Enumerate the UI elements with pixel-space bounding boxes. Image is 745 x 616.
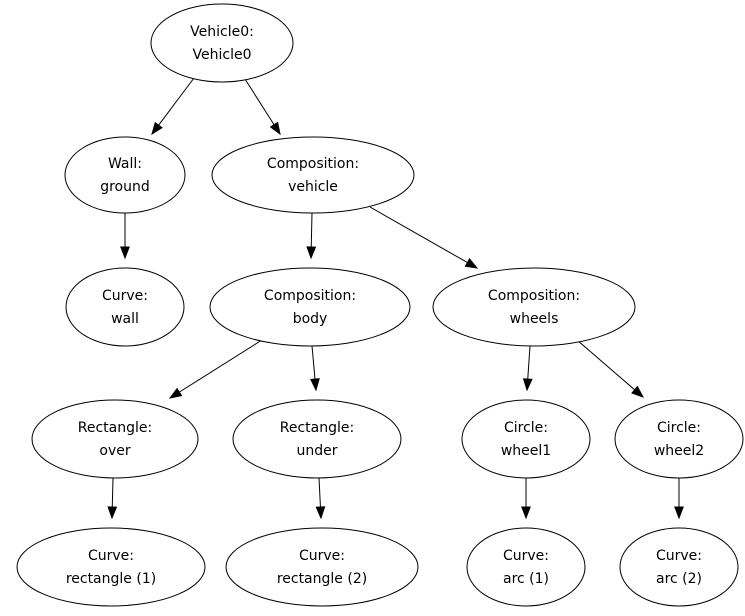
node-ellipse-curve_arc_2[interactable] <box>619 527 739 607</box>
node-ellipse-curve_wall[interactable] <box>65 267 185 347</box>
edge-line <box>311 345 316 380</box>
node-ellipse-composition_body[interactable] <box>209 267 411 347</box>
graph-edge-rectangle_under-to-curve_rectangle_2 <box>315 477 326 520</box>
edge-arrowhead-icon <box>315 506 326 520</box>
node-ellipse-curve_arc_1[interactable] <box>466 527 586 607</box>
graph-edge-composition_body-to-rectangle_over <box>168 339 263 399</box>
graph-edge-circle_wheel2-to-curve_arc_2 <box>674 478 684 520</box>
graph-edge-wall_ground-to-curve_wall <box>120 213 130 260</box>
node-label-name-curve_wall: wall <box>111 311 139 327</box>
node-ellipse-composition_wheels[interactable] <box>432 267 636 347</box>
edge-line <box>318 477 321 508</box>
graph-node-vehicle0[interactable]: Vehicle0: Vehicle0 <box>150 3 294 83</box>
graph-node-curve_arc_1[interactable]: Curve: arc (1) <box>466 527 586 607</box>
node-label-type-circle_wheel1: Circle: <box>504 420 548 436</box>
graph-node-rectangle_over[interactable]: Rectangle: over <box>31 399 199 479</box>
node-label-type-curve_arc_1: Curve: <box>503 548 549 564</box>
node-label-type-composition_vehicle: Composition: <box>267 156 359 172</box>
graph-node-circle_wheel1[interactable]: Circle: wheel1 <box>461 399 591 479</box>
node-label-name-circle_wheel1: wheel1 <box>501 443 551 459</box>
edge-line <box>576 339 635 391</box>
graph-node-curve_rectangle_2[interactable]: Curve: rectangle (2) <box>225 527 419 607</box>
node-label-type-curve_rectangle_2: Curve: <box>299 548 345 564</box>
edge-arrowhead-icon <box>107 506 118 520</box>
node-ellipse-composition_vehicle[interactable] <box>211 136 415 214</box>
graph-edge-rectangle_over-to-curve_rectangle_1 <box>107 477 118 520</box>
edge-arrowhead-icon <box>306 246 317 260</box>
edge-arrowhead-icon <box>269 121 281 136</box>
edge-line <box>369 206 468 263</box>
node-label-name-rectangle_under: under <box>296 443 337 459</box>
edge-arrowhead-icon <box>631 385 645 398</box>
edge-arrowhead-icon <box>310 378 320 392</box>
node-label-name-curve_rectangle_1: rectangle (1) <box>66 571 156 587</box>
node-ellipse-wall_ground[interactable] <box>64 136 186 214</box>
edge-line <box>179 339 263 393</box>
graph-edge-vehicle0-to-wall_ground <box>151 77 195 136</box>
edge-line <box>244 78 275 125</box>
node-label-type-rectangle_over: Rectangle: <box>78 420 152 436</box>
graph-edge-composition_body-to-rectangle_under <box>310 345 320 392</box>
node-label-name-vehicle0: Vehicle0 <box>193 47 252 63</box>
edge-line <box>158 77 195 126</box>
node-label-name-composition_vehicle: vehicle <box>288 179 338 195</box>
node-label-name-curve_rectangle_2: rectangle (2) <box>277 571 367 587</box>
edges-layer <box>107 77 684 520</box>
node-ellipse-circle_wheel2[interactable] <box>614 399 744 479</box>
node-ellipse-rectangle_under[interactable] <box>232 399 402 479</box>
edge-arrowhead-icon <box>464 258 479 269</box>
node-label-name-composition_wheels: wheels <box>510 311 559 327</box>
edge-arrowhead-icon <box>151 121 163 136</box>
node-label-type-curve_rectangle_1: Curve: <box>88 548 134 564</box>
graph-edge-circle_wheel1-to-curve_arc_1 <box>521 478 531 520</box>
node-label-type-curve_arc_2: Curve: <box>656 548 702 564</box>
graph-node-composition_vehicle[interactable]: Composition: vehicle <box>211 136 415 214</box>
node-label-name-circle_wheel2: wheel2 <box>654 443 704 459</box>
graph-node-composition_body[interactable]: Composition: body <box>209 267 411 347</box>
node-label-name-composition_body: body <box>293 311 328 327</box>
graph-edge-vehicle0-to-composition_vehicle <box>244 78 281 136</box>
graph-node-circle_wheel2[interactable]: Circle: wheel2 <box>614 399 744 479</box>
edge-line <box>111 477 114 508</box>
graph-node-rectangle_under[interactable]: Rectangle: under <box>232 399 402 479</box>
node-label-type-vehicle0: Vehicle0: <box>190 24 254 40</box>
node-label-name-wall_ground: ground <box>100 179 150 195</box>
graph-edge-composition_vehicle-to-composition_body <box>306 212 317 260</box>
node-label-name-rectangle_over: over <box>99 443 130 459</box>
edge-line <box>310 212 313 248</box>
edge-line <box>527 345 531 380</box>
node-ellipse-rectangle_over[interactable] <box>31 399 199 479</box>
graph-edge-composition_wheels-to-circle_wheel1 <box>522 345 533 392</box>
node-label-name-curve_arc_2: arc (2) <box>656 571 702 587</box>
nodes-layer: Vehicle0:Vehicle0Wall:groundComposition:… <box>16 3 744 607</box>
node-label-name-curve_arc_1: arc (1) <box>503 571 549 587</box>
edge-arrowhead-icon <box>168 387 183 399</box>
node-label-type-circle_wheel2: Circle: <box>657 420 701 436</box>
node-label-type-wall_ground: Wall: <box>108 156 142 172</box>
edge-arrowhead-icon <box>674 506 684 520</box>
edge-arrowhead-icon <box>522 378 533 392</box>
graph-node-curve_arc_2[interactable]: Curve: arc (2) <box>619 527 739 607</box>
node-ellipse-circle_wheel1[interactable] <box>461 399 591 479</box>
node-label-type-composition_wheels: Composition: <box>488 288 580 304</box>
edge-arrowhead-icon <box>521 506 531 520</box>
graph-edge-composition_vehicle-to-composition_wheels <box>369 206 479 269</box>
graph-edge-composition_wheels-to-circle_wheel2 <box>576 339 645 398</box>
node-ellipse-curve_rectangle_2[interactable] <box>225 527 419 607</box>
graph-node-composition_wheels[interactable]: Composition: wheels <box>432 267 636 347</box>
node-ellipse-curve_rectangle_1[interactable] <box>16 527 206 607</box>
graph-node-wall_ground[interactable]: Wall: ground <box>64 136 186 214</box>
node-label-type-rectangle_under: Rectangle: <box>280 420 354 436</box>
graph-node-curve_wall[interactable]: Curve: wall <box>65 267 185 347</box>
node-label-type-curve_wall: Curve: <box>102 288 148 304</box>
node-label-type-composition_body: Composition: <box>264 288 356 304</box>
node-ellipse-vehicle0[interactable] <box>150 3 294 83</box>
graph-node-curve_rectangle_1[interactable]: Curve: rectangle (1) <box>16 527 206 607</box>
edge-arrowhead-icon <box>120 246 130 260</box>
